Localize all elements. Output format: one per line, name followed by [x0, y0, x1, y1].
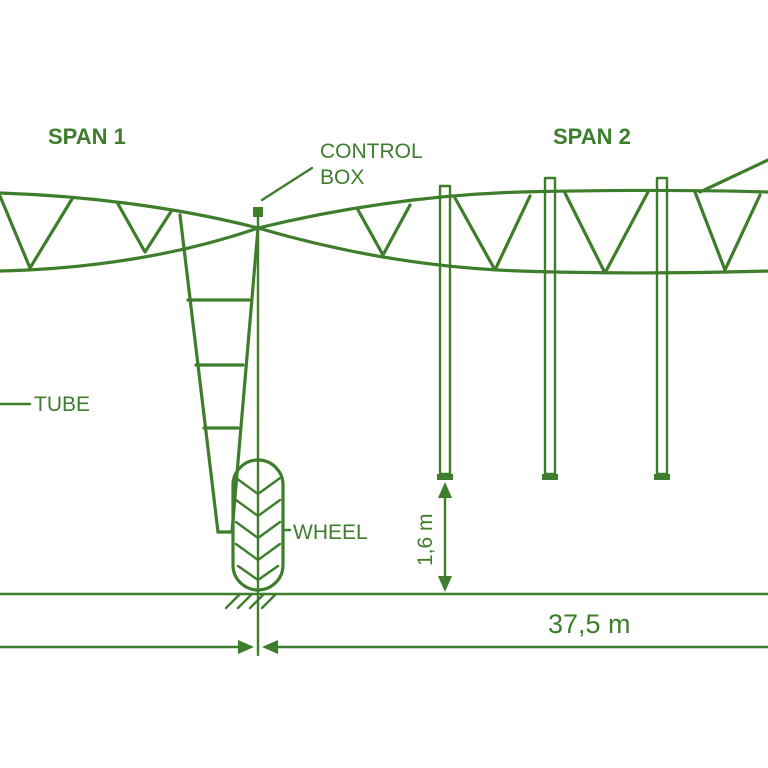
wheel — [231, 458, 292, 592]
arrow-up-icon — [438, 482, 452, 498]
wheel-tread — [234, 476, 282, 496]
truss-top-chord — [0, 188, 768, 230]
tower — [178, 166, 314, 657]
truss-triangle — [116, 202, 174, 254]
truss-triangle — [356, 203, 412, 257]
control-box-label-line2: BOX — [320, 166, 364, 189]
drop-pipe-nozzle — [654, 474, 670, 480]
arrow-right-icon — [238, 640, 254, 654]
drop-pipe — [543, 176, 557, 476]
control-box — [253, 207, 263, 217]
wheel-outline — [231, 458, 285, 592]
control-box-leader — [260, 166, 314, 202]
drop-pipe-nozzle — [542, 474, 558, 480]
arrow-left-icon — [262, 640, 278, 654]
drop-pipe-nozzle — [437, 474, 453, 480]
truss-triangle — [563, 190, 650, 275]
length-label: 37,5 m — [548, 609, 631, 639]
wheel-tread — [236, 564, 280, 582]
wheel-label: WHEEL — [293, 521, 368, 544]
tower-leg-right — [230, 226, 260, 534]
span-truss — [0, 158, 768, 275]
truss-triangle — [693, 190, 762, 272]
ground-hatch — [260, 592, 278, 610]
wheel-tread — [234, 498, 282, 518]
truss-stay-line — [698, 158, 768, 194]
span1-label: SPAN 1 — [48, 124, 126, 149]
drop-pipes — [437, 176, 670, 480]
tube-label: TUBE — [34, 393, 90, 416]
height-dimension — [438, 482, 452, 592]
arrow-down-icon — [438, 576, 452, 592]
control-box-label-line1: CONTROL — [320, 140, 423, 163]
truss-triangle — [0, 194, 74, 270]
truss-triangle — [453, 194, 532, 272]
drop-pipe — [655, 176, 669, 476]
ground-hatch — [248, 592, 266, 610]
wheel-tread — [234, 520, 282, 540]
ground-hatch — [224, 592, 242, 610]
wheel-tread — [234, 542, 282, 562]
length-dimension — [0, 640, 768, 654]
span2-label: SPAN 2 — [553, 124, 631, 149]
drop-pipe — [438, 184, 452, 476]
ground-hatch — [236, 592, 254, 610]
height-label: 1,6 m — [414, 513, 437, 566]
ground — [0, 592, 768, 610]
truss-bottom-chord — [0, 226, 768, 275]
tower-leg-left — [178, 213, 220, 534]
